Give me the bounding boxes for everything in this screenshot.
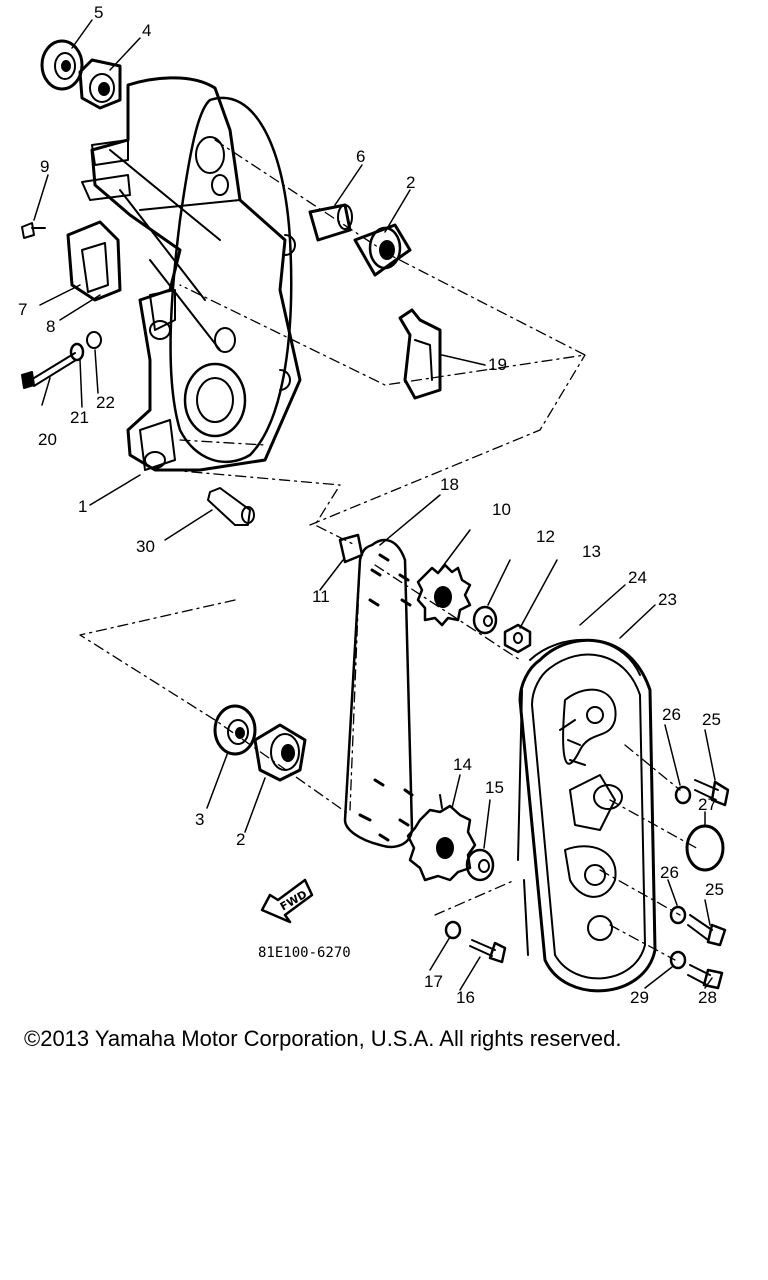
callout-15: 15 (485, 778, 504, 797)
shoe-part-7-8 (66, 220, 122, 302)
callout-1: 1 (78, 497, 87, 516)
callout-28: 28 (698, 988, 717, 1007)
callout-26-upper: 26 (662, 705, 681, 724)
callout-24: 24 (628, 568, 647, 587)
callout-19: 19 (488, 355, 507, 374)
leader-lines (33, 19, 716, 991)
callout-26-lower: 26 (660, 863, 679, 882)
exploded-parts-diagram: 5 4 9 6 2 7 8 19 21 22 20 1 30 18 10 12 … (18, 3, 730, 1007)
forward-arrow-icon (260, 878, 314, 924)
washer-part-21 (69, 342, 85, 362)
washer-part-22 (86, 331, 102, 349)
bearing-part-2-lower (253, 723, 307, 782)
chain-part-18 (343, 538, 414, 849)
callout-30: 30 (136, 537, 155, 556)
callout-21: 21 (70, 408, 89, 427)
callout-9: 9 (40, 157, 49, 176)
callout-6: 6 (356, 147, 365, 166)
bolt-part-25-upper (694, 779, 730, 807)
callout-13: 13 (582, 542, 601, 561)
callout-2-upper: 2 (406, 173, 415, 192)
nut-part-13 (503, 623, 532, 654)
callout-12: 12 (536, 527, 555, 546)
tensioner-part-19 (398, 308, 442, 400)
washer-part-15 (465, 848, 495, 882)
bearing-part-2-upper (353, 223, 412, 277)
bearing-part-3 (213, 704, 257, 756)
spacer-part-6 (308, 203, 353, 242)
bolt-part-9 (21, 222, 46, 239)
bolt-part-16 (469, 939, 507, 964)
callout-22: 22 (96, 393, 115, 412)
callout-11: 11 (312, 587, 330, 606)
chain-case-part-1 (81, 76, 302, 472)
washer-part-12 (472, 605, 498, 635)
sprocket-part-10 (416, 563, 472, 627)
washer-part-26-lower (669, 905, 687, 925)
callout-17: 17 (424, 972, 443, 991)
callout-4: 4 (142, 21, 151, 40)
callout-23: 23 (658, 590, 677, 609)
plug-part-27 (685, 824, 725, 872)
copyright-notice: ©2013 Yamaha Motor Corporation, U.S.A. A… (24, 1026, 622, 1051)
callout-25-lower: 25 (705, 880, 724, 899)
sprocket-part-14 (406, 794, 477, 882)
washer-part-17 (444, 920, 462, 940)
callout-25-upper: 25 (702, 710, 721, 729)
callout-2-lower: 2 (236, 830, 245, 849)
callout-18: 18 (440, 475, 459, 494)
callout-7: 7 (18, 300, 27, 319)
bolt-part-30 (207, 487, 255, 526)
chain-cover-part-23 (517, 638, 657, 993)
callout-16: 16 (456, 988, 475, 1007)
callout-3: 3 (195, 810, 204, 829)
callout-5: 5 (94, 3, 103, 22)
bearing-part-5 (40, 39, 84, 91)
callout-8: 8 (46, 317, 55, 336)
washer-part-26-upper (674, 785, 692, 805)
bolt-part-20 (21, 352, 77, 389)
assembly-lines (79, 139, 701, 961)
bolt-part-25-lower (687, 914, 727, 947)
washer-part-29 (669, 950, 687, 970)
callout-14: 14 (453, 755, 472, 774)
callout-29: 29 (630, 988, 649, 1007)
bearing-part-4 (78, 58, 122, 110)
drawing-code: 81E100-6270 (258, 945, 351, 961)
callout-10: 10 (492, 500, 511, 519)
callout-27: 27 (698, 795, 717, 814)
bushing-part-11 (338, 533, 364, 564)
bolt-part-28 (687, 964, 724, 990)
callout-20: 20 (38, 430, 57, 449)
callout-numbers: 5 4 9 6 2 7 8 19 21 22 20 1 30 18 10 12 … (18, 3, 724, 1007)
